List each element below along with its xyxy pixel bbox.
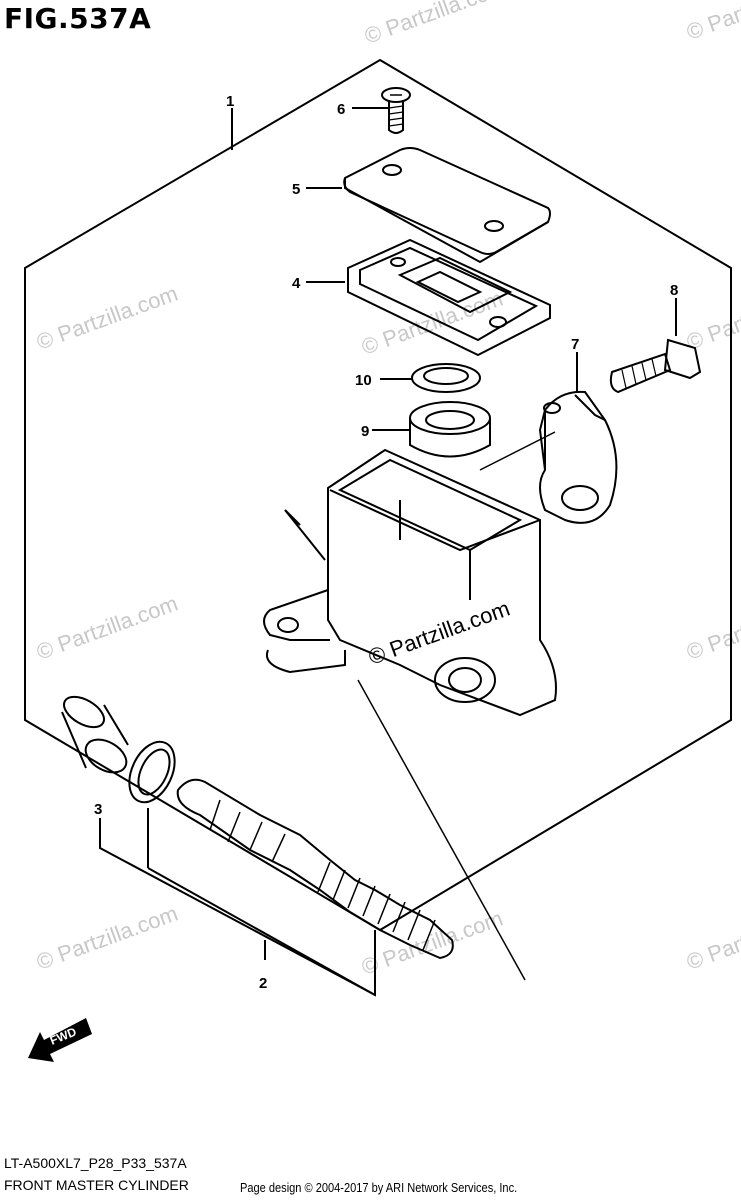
watermark: © Partzilla.com xyxy=(683,591,741,665)
callout-5: 5 xyxy=(292,181,300,198)
watermark: © Partzilla.com xyxy=(358,286,506,360)
callout-8: 8 xyxy=(670,282,678,299)
ref-line xyxy=(479,431,556,471)
watermark: © Partzilla.com xyxy=(361,0,509,49)
plate-ring-part xyxy=(411,363,481,393)
callout-7: 7 xyxy=(571,336,579,353)
bracket-2-join xyxy=(147,867,376,996)
screw-part xyxy=(381,87,411,134)
callout-10: 10 xyxy=(355,372,372,389)
callout-3: 3 xyxy=(94,801,102,818)
watermark: © Partzilla.com xyxy=(33,901,181,975)
watermark: © Partzilla.com xyxy=(683,0,741,45)
dust-boot-part xyxy=(61,695,129,774)
callout-4: 4 xyxy=(292,275,301,292)
piston-spring-part xyxy=(176,778,454,960)
bolt-part xyxy=(609,338,702,394)
watermark-layer: © Partzilla.com © Partzilla.com © Partzi… xyxy=(33,0,741,980)
watermark-center: © Partzilla.com xyxy=(365,596,513,670)
watermark: © Partzilla.com xyxy=(33,281,181,355)
figure-caption: FRONT MASTER CYLINDER xyxy=(4,1177,189,1193)
page-credit: Page design © 2004-2017 by ARI Network S… xyxy=(240,1180,518,1195)
boot-part xyxy=(409,401,491,458)
cap-part xyxy=(343,147,551,264)
callout-2: 2 xyxy=(259,975,267,992)
ref-line xyxy=(357,679,526,981)
figure-title: FIG.537A xyxy=(4,2,152,35)
fwd-arrow-icon: FWD xyxy=(28,1018,92,1062)
clamp-holder-part xyxy=(538,390,618,524)
master-cylinder-body xyxy=(263,448,557,717)
callout-6: 6 xyxy=(337,101,345,118)
diaphragm-plate-part xyxy=(347,238,551,357)
watermark: © Partzilla.com xyxy=(683,901,741,975)
figure-code: LT-A500XL7_P28_P33_537A xyxy=(4,1155,187,1171)
callout-1: 1 xyxy=(226,93,234,110)
circlip-part xyxy=(128,740,176,804)
callout-9: 9 xyxy=(361,423,369,440)
bracket-3 xyxy=(99,818,376,997)
assembly-outline xyxy=(24,58,732,932)
watermark: © Partzilla.com xyxy=(33,591,181,665)
watermark: © Partzilla.com xyxy=(683,281,741,355)
